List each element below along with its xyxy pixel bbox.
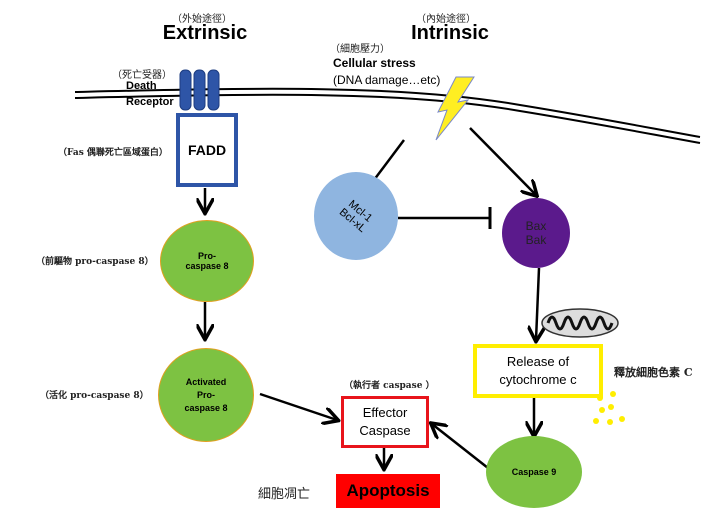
extrinsic-title: Extrinsic xyxy=(162,22,248,44)
stress-sub: (DNA damage…etc) xyxy=(333,73,441,87)
fadd-box: FADD xyxy=(176,113,238,187)
receptor-label-cn: （死亡受器） xyxy=(112,70,172,81)
fadd-label-cn: （Fas 偶聯死亡區域蛋白） xyxy=(58,148,168,158)
intrinsic-label-cn: （內始途徑） xyxy=(416,14,476,25)
caspase9-label: Caspase 9 xyxy=(511,467,557,477)
arrow-bax-to-cytc xyxy=(536,267,539,340)
intrinsic-title: Intrinsic xyxy=(411,22,489,44)
arrow-caspase9-to-effector xyxy=(432,424,489,469)
fadd-label: FADD xyxy=(187,142,227,158)
stress-title: Cellular stress xyxy=(333,56,416,70)
activated-label-cn: （活化 pro-caspase 8） xyxy=(40,391,149,401)
procaspase8-line2: caspase 8 xyxy=(185,261,229,271)
apoptosis-box: Apoptosis xyxy=(336,474,440,508)
cytc-label-cn: 釋放細胞色素 C xyxy=(614,366,693,379)
procaspase8-node: Pro- caspase 8 xyxy=(160,220,254,302)
lightning-bolt-icon xyxy=(435,76,475,141)
effector-label-cn: （執行者 caspase ） xyxy=(344,381,435,391)
apoptosis-label: Apoptosis xyxy=(346,481,430,500)
receptor-line2: Receptor xyxy=(126,96,174,108)
effector-caspase-box: Effector Caspase xyxy=(341,396,429,448)
stress-label-cn: （細胞壓力） xyxy=(330,44,390,55)
activated-line1: Activated xyxy=(185,376,227,387)
bax-line2: Bak xyxy=(525,233,547,247)
procaspase8-label-cn: （前驅物 pro-caspase 8） xyxy=(36,257,154,267)
extrinsic-label-cn: （外始途徑） xyxy=(172,14,232,25)
activated-procaspase8-node: Activated Pro- caspase 8 xyxy=(158,348,254,442)
apoptosis-label-cn: 細胞凋亡 xyxy=(258,487,311,502)
activated-line3: caspase 8 xyxy=(184,402,228,413)
cytochrome-release-box: Release of cytochrome c xyxy=(473,344,603,398)
receptor-line1: Death xyxy=(126,80,157,92)
cytc-line2: cytochrome c xyxy=(499,372,577,387)
death-receptor-icon xyxy=(179,69,220,111)
activated-line2: Pro- xyxy=(197,389,215,400)
effector-line1: Effector xyxy=(362,405,408,420)
caspase9-node: Caspase 9 xyxy=(486,436,582,508)
procaspase8-line1: Pro- xyxy=(198,251,216,261)
cytc-line1: Release of xyxy=(506,354,570,369)
cytochrome-dots-icon xyxy=(593,391,625,425)
mitochondrion-icon xyxy=(541,308,619,338)
arrow-activated-to-effector xyxy=(259,392,337,420)
arrow-bolt-to-bax xyxy=(469,127,536,195)
bax-bak-node: Bax Bak xyxy=(502,198,570,268)
mcl-bcl-node: Mcl-1 Bcl-xL xyxy=(314,172,398,260)
effector-line2: Caspase xyxy=(359,423,411,438)
bax-line1: Bax xyxy=(525,219,547,233)
line-bolt-to-mcl xyxy=(373,139,405,181)
